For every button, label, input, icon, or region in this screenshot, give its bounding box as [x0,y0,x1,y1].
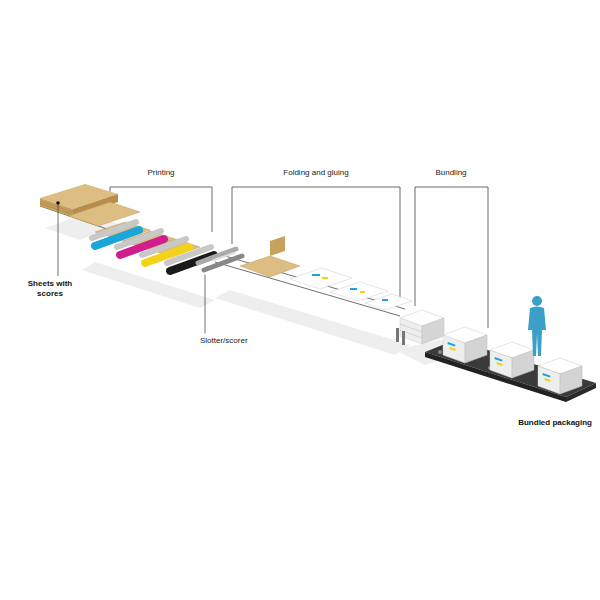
bundles [538,358,582,394]
conveyor [425,340,596,402]
bundles [443,327,534,378]
endpoint-label: Sheets with scores [24,279,76,298]
slotter-scorer [198,249,242,333]
stage-label: Printing [147,168,174,178]
stage-label: Bundling [435,168,466,178]
floor-shadows [45,214,470,365]
endpoint-label: Bundled packaging [518,418,592,428]
folding-blanks [240,236,412,310]
worker-figure [528,296,546,356]
stage-brackets [110,187,488,328]
stage-label: Slotter/scorer [200,336,248,346]
stage-label: Folding and gluing [283,168,348,178]
bundling-station [396,310,444,345]
